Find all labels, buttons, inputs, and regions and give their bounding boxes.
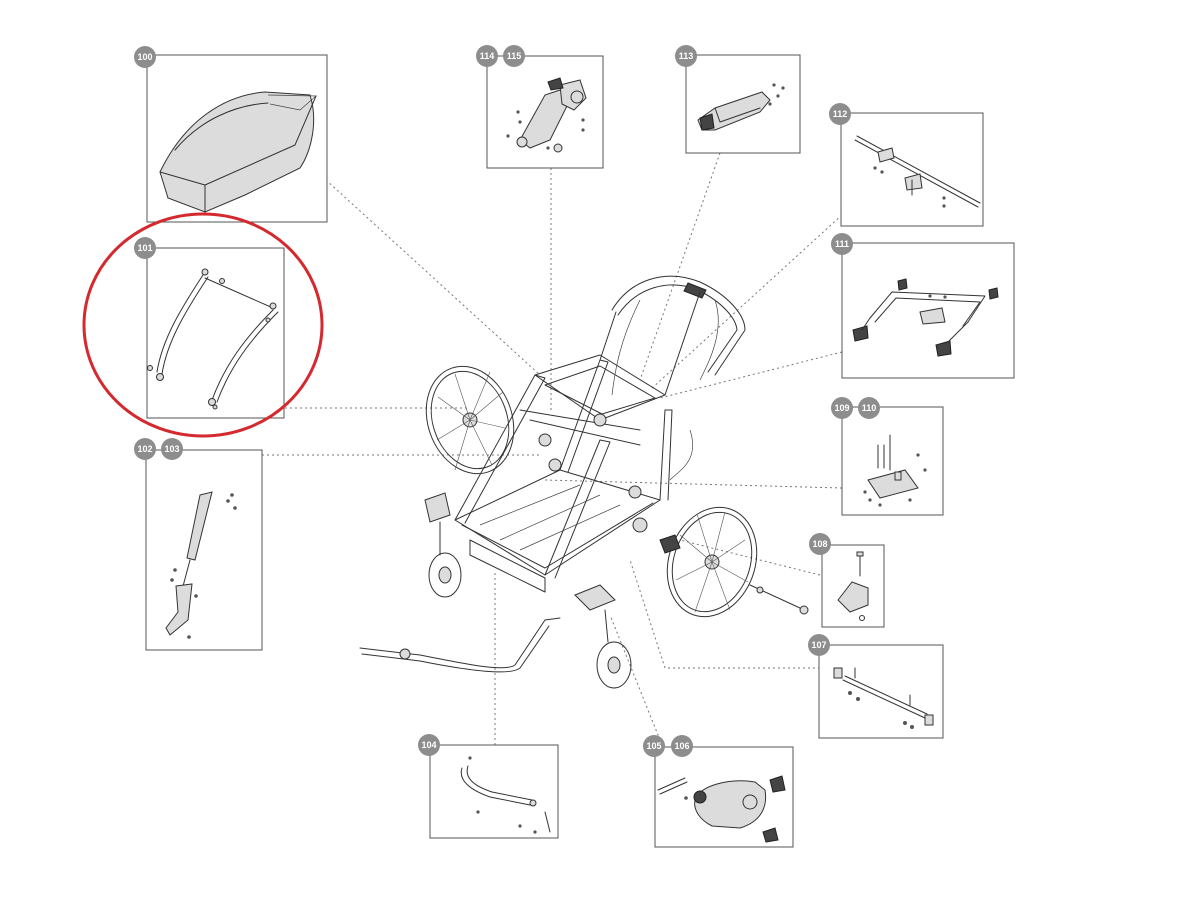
leader-112 (649, 214, 843, 391)
badge-107: 107 (808, 634, 830, 656)
canopy-cover-illustration (159, 91, 317, 213)
badge-113-label: 113 (679, 51, 694, 61)
fork-housing-illustration (657, 775, 786, 843)
leader-109-110 (544, 479, 843, 489)
highlight-circle-part-101 (82, 212, 324, 438)
badge-112-label: 112 (833, 109, 848, 119)
push-tube-illustration (460, 756, 551, 834)
badge-115: 115 (503, 45, 525, 67)
part-box-100 (146, 54, 328, 223)
rear-axle-illustration (833, 667, 934, 729)
badge-106: 106 (671, 735, 693, 757)
axle-rod-illustration (854, 135, 981, 208)
badge-101-label: 101 (137, 243, 152, 253)
part-box-112 (840, 112, 984, 227)
part-box-114-115 (486, 55, 604, 169)
badge-113: 113 (675, 45, 697, 67)
badge-109: 109 (831, 397, 853, 419)
badge-100-label: 100 (137, 52, 152, 62)
badge-103: 103 (161, 438, 183, 460)
leader-108 (679, 539, 821, 576)
badge-111: 111 (831, 233, 853, 255)
crossbar-clamps-illustration (852, 278, 999, 357)
part-box-107 (818, 644, 944, 739)
rear-wheel-left (425, 365, 515, 475)
part-box-101 (146, 247, 285, 419)
badge-102-label: 102 (137, 444, 152, 454)
number-badges: 100 101 102 103 104 105 106 107 (134, 45, 880, 757)
badge-110: 110 (858, 397, 880, 419)
brake-clip-illustration (837, 551, 869, 621)
stroller-assembly (359, 275, 809, 689)
leader-105-106 (609, 614, 663, 746)
badge-104-label: 104 (421, 740, 436, 750)
part-box-109-110 (841, 406, 944, 516)
badge-111-label: 111 (835, 239, 849, 249)
handle-latch-illustration (697, 83, 785, 131)
badge-101: 101 (134, 237, 156, 259)
leader-107 (629, 559, 820, 669)
badge-102: 102 (134, 438, 156, 460)
badge-109-label: 109 (834, 403, 849, 413)
handlebar (599, 275, 746, 481)
part-box-108 (821, 544, 885, 628)
bracket-assembly-illustration (863, 434, 927, 507)
leader-113 (639, 152, 721, 381)
badge-104: 104 (418, 734, 440, 756)
hinge-joint-illustration (506, 77, 587, 153)
rear-wheel-right (666, 506, 758, 618)
badge-106-label: 106 (674, 741, 689, 751)
badge-114-label: 114 (480, 51, 495, 61)
part-box-111 (841, 242, 1015, 379)
leader-111 (659, 351, 843, 399)
chassis-frame (454, 354, 673, 593)
part-box-113 (685, 54, 801, 154)
badge-114: 114 (476, 45, 498, 67)
badge-103-label: 103 (164, 444, 179, 454)
badge-108: 108 (809, 533, 831, 555)
jogging-wheel-fork (359, 584, 632, 689)
frame-rods-illustration (147, 268, 279, 410)
part-box-105-106 (654, 746, 794, 848)
part-box-102-103 (145, 449, 263, 651)
front-swivel-wheel-small (424, 492, 462, 598)
badge-108-label: 108 (812, 539, 827, 549)
badge-100: 100 (134, 46, 156, 68)
axle-parts (659, 534, 809, 615)
leader-lines (262, 152, 843, 746)
badge-107-label: 107 (811, 640, 826, 650)
badge-105-label: 105 (646, 741, 661, 751)
handle-rail-illustration (165, 491, 237, 639)
badge-115-label: 115 (507, 51, 522, 61)
part-box-104 (429, 744, 559, 839)
leader-100 (325, 179, 541, 376)
badge-105: 105 (643, 735, 665, 757)
badge-110-label: 110 (862, 403, 877, 413)
badge-112: 112 (829, 103, 851, 125)
